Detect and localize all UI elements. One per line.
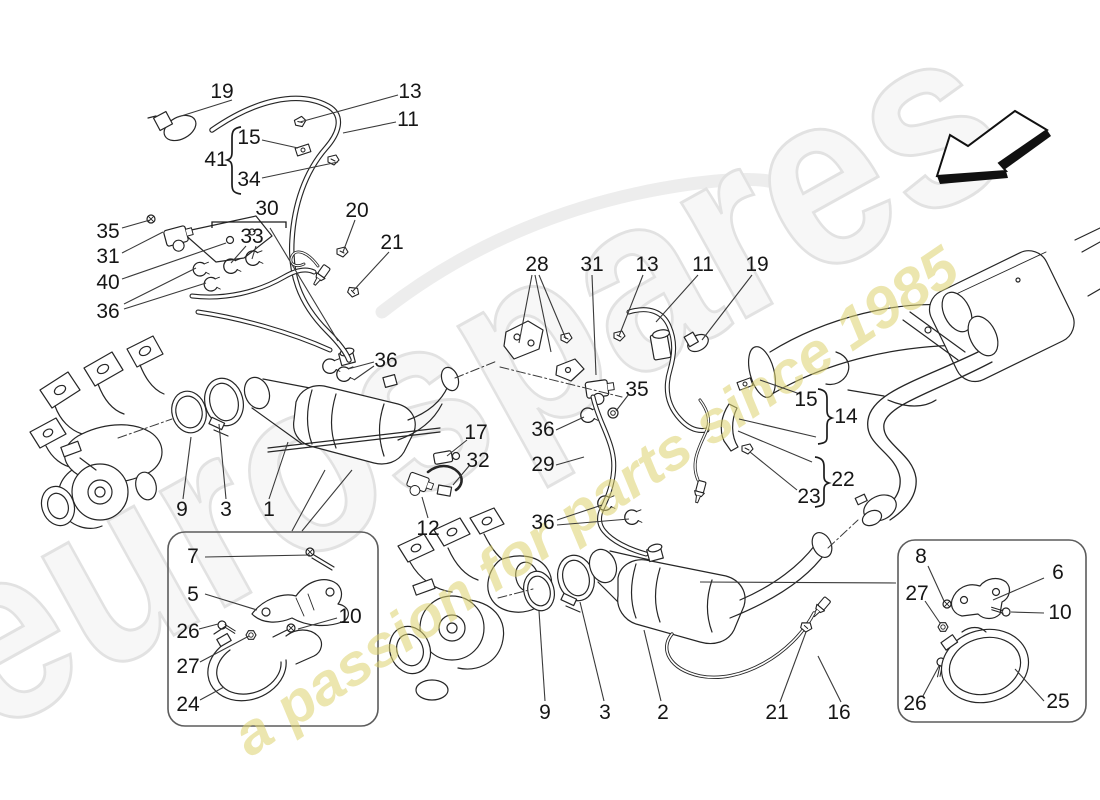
brace-41 — [224, 126, 242, 195]
sensor-harness-top-drawing — [147, 95, 352, 363]
bracket-30 — [211, 221, 287, 228]
turbo-manifold-left-drawing — [29, 335, 165, 529]
lambda-sensor-20-drawing — [289, 115, 361, 300]
sensor-pipe-29-drawing — [590, 394, 710, 557]
brace-14 — [817, 388, 835, 445]
catalytic-converter-1-drawing — [243, 347, 460, 465]
watermark-swoosh — [375, 172, 783, 319]
bracket-parts-14-22-drawing — [720, 370, 767, 455]
leader-lines — [121, 94, 1045, 703]
vband-clamp-1-drawing — [204, 377, 244, 437]
inset-box-2 — [897, 539, 1087, 723]
gasket-ring-2-drawing — [523, 570, 555, 612]
direction-arrow-icon — [935, 109, 1051, 184]
grouping-braces — [211, 126, 835, 508]
brace-22 — [814, 456, 832, 508]
inset-box-1 — [167, 531, 379, 727]
lambda-sensor-16-drawing — [665, 595, 833, 679]
pipe-assembly-30-drawing — [189, 250, 355, 383]
rear-muffler-drawing — [747, 227, 1100, 527]
vband-clamp-2-drawing — [557, 554, 595, 613]
middle-small-parts-drawing — [503, 307, 710, 433]
catalytic-converter-2-drawing — [588, 532, 833, 645]
axis-centerlines — [117, 360, 859, 599]
sensors-12-17-32-drawing — [403, 450, 463, 501]
